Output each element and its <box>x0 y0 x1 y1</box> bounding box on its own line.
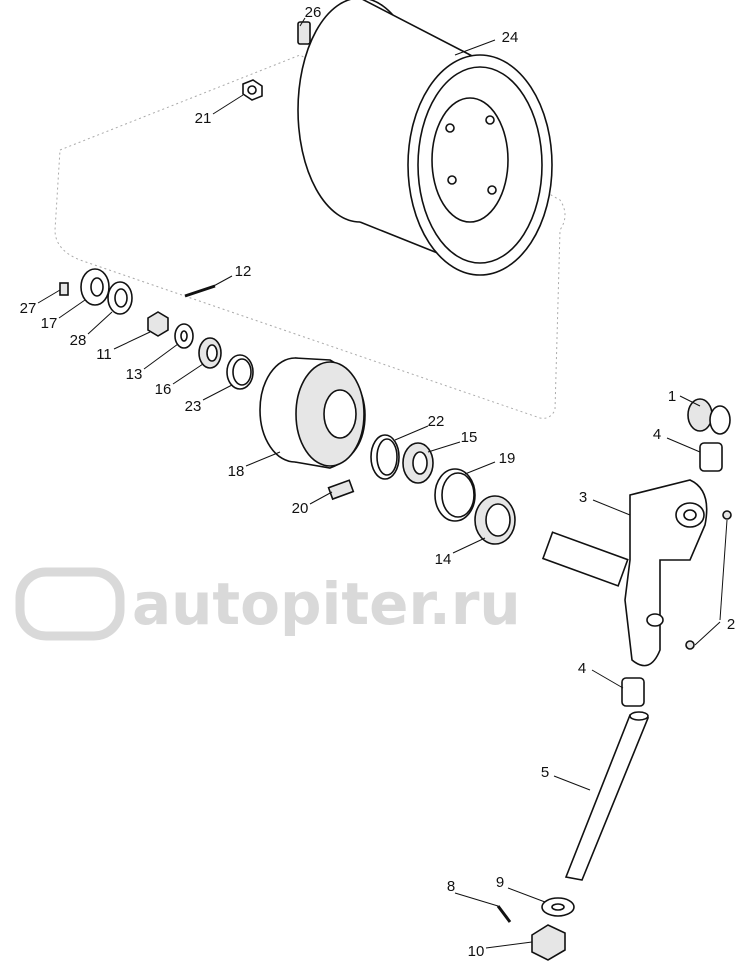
callout-2: 2 <box>727 616 735 633</box>
callout-16: 16 <box>155 381 172 398</box>
king-pin <box>564 711 650 881</box>
seal-14 <box>474 495 516 545</box>
cup-19 <box>434 468 476 522</box>
callout-21: 21 <box>195 110 212 127</box>
callout-23: 23 <box>185 398 202 415</box>
screw-27 <box>59 282 69 296</box>
callout-3: 3 <box>579 489 587 506</box>
callout-14: 14 <box>435 551 452 568</box>
bushing-4-lower <box>621 677 645 707</box>
lug-nut-21 <box>242 79 263 101</box>
spindle <box>541 479 708 667</box>
callout-4-upper: 4 <box>653 426 661 443</box>
callout-5: 5 <box>541 764 549 781</box>
castle-nut-11 <box>147 311 169 337</box>
leader-lines <box>37 17 728 949</box>
wheel-rim <box>297 0 553 276</box>
bearing-16 <box>198 337 222 369</box>
cap-17 <box>80 268 110 306</box>
callout-18: 18 <box>228 463 245 480</box>
callout-27: 27 <box>20 300 37 317</box>
callout-8: 8 <box>447 878 455 895</box>
callout-15: 15 <box>461 429 478 446</box>
washer-9 <box>541 897 575 917</box>
grease-fitting-2 <box>685 510 732 650</box>
gasket-28 <box>107 281 133 315</box>
callout-26: 26 <box>305 4 322 21</box>
callout-labels: 26 24 21 12 27 17 28 11 13 16 23 1 4 22 … <box>20 4 736 960</box>
cotter-pin-8 <box>496 905 512 923</box>
callout-11: 11 <box>96 346 112 363</box>
callout-22: 22 <box>428 413 445 430</box>
callout-17: 17 <box>41 315 58 332</box>
callout-1: 1 <box>668 388 676 405</box>
callout-12: 12 <box>235 263 252 280</box>
callout-4-lower: 4 <box>578 660 586 677</box>
bushing-1 <box>687 398 731 435</box>
callout-9: 9 <box>496 874 504 891</box>
cup-22 <box>370 434 400 480</box>
assembly-outline <box>54 54 566 419</box>
callout-24: 24 <box>502 29 519 46</box>
watermark: autopiter.ru <box>15 567 521 641</box>
callout-19: 19 <box>499 450 516 467</box>
castle-nut-10 <box>531 924 566 961</box>
washer-13 <box>174 323 194 349</box>
callout-13: 13 <box>126 366 143 383</box>
bearing-15 <box>402 442 434 484</box>
bolt-20 <box>327 479 355 501</box>
watermark-text: autopiter.ru <box>132 570 521 638</box>
callout-10: 10 <box>468 943 485 960</box>
cup-23 <box>226 354 254 390</box>
callout-20: 20 <box>292 500 309 517</box>
valve-stem <box>297 21 311 45</box>
callout-28: 28 <box>70 332 87 349</box>
hub <box>259 357 366 469</box>
bushing-4-upper <box>699 442 723 472</box>
